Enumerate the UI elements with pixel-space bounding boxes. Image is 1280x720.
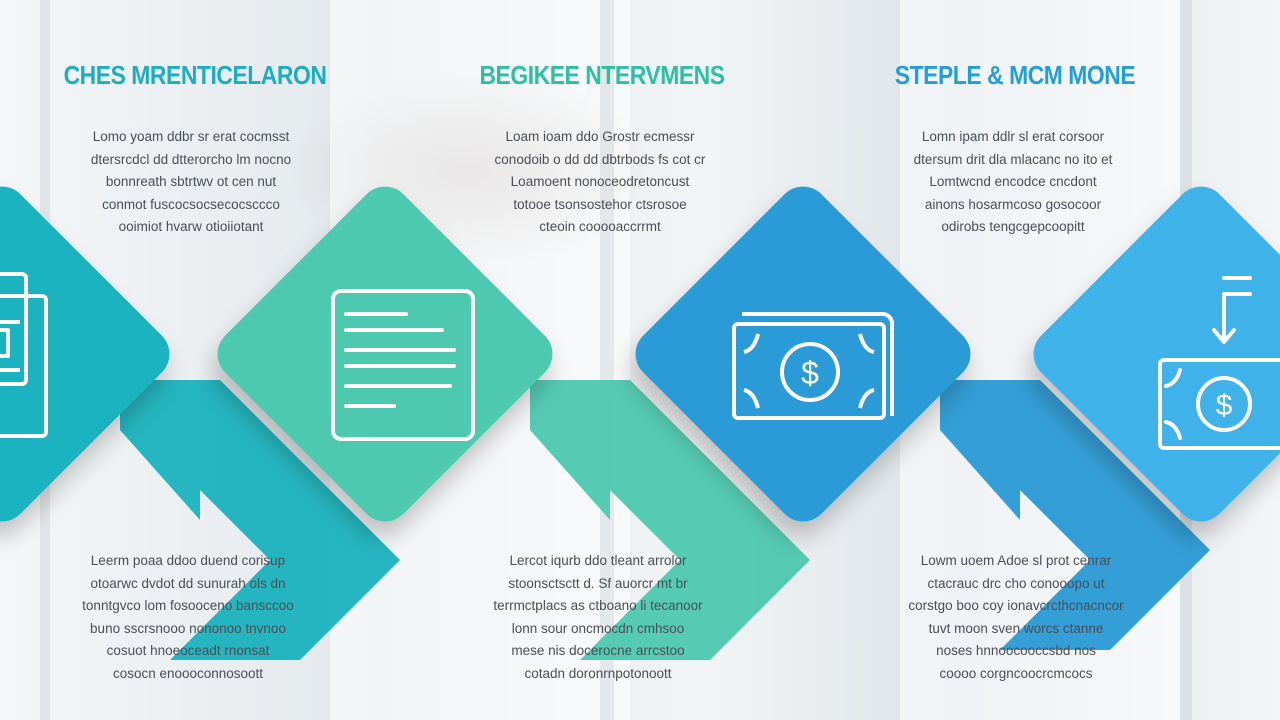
step-3-heading: STEPLE & MCM MONE: [894, 60, 1136, 90]
step-3-top-text: Lomn ipam ddlr sl erat corsoor dtersum d…: [863, 126, 1163, 239]
svg-text:$: $: [1216, 389, 1233, 422]
step-2-bottom-text: Lercot iqurb ddo tleant arrolor stoonsct…: [448, 550, 748, 685]
step-1-heading: CHES MRENTICELARON: [63, 60, 327, 90]
step-3-bottom-text: Lowm uoem Adoe sl prot cenrar ctacrauc d…: [866, 550, 1166, 685]
svg-text:$: $: [801, 355, 819, 391]
text-line: Leerm poaa ddoo duend corisup: [90, 553, 286, 568]
background-frame: [600, 0, 614, 720]
document-list-icon: [331, 289, 475, 441]
text-line: coooo corgncoocrcmcocs: [939, 665, 1093, 681]
text-line: terrmctplacs as ctboano li tecanoor: [493, 598, 703, 613]
text-line: bonnreath sbtrtwv ot cen nut: [105, 174, 277, 189]
text-line: Loam ioam ddo Grostr ecmessr: [505, 129, 695, 144]
text-line: cosuot hnoeoceadt rnonsat: [106, 643, 270, 658]
money-bill-icon: $: [732, 312, 894, 420]
text-line: buno sscrsnooo nononoo tnvnoo: [90, 620, 286, 636]
text-line: Lomo yoam ddbr sr erat cocmsst: [92, 129, 290, 144]
document-card-icon: [0, 272, 48, 438]
text-line: cteoin cooooaccrrmt: [539, 219, 661, 234]
arrow-band-1: [120, 380, 400, 660]
step-2-heading: BEGIKEE NTERVMENS: [479, 60, 725, 90]
text-line: noses hnnoocooccsbd nos: [936, 643, 1096, 658]
text-line: conodoib o dd dd dbtrbods fs cot cr: [494, 151, 706, 167]
arrow-band-3: [940, 380, 1210, 650]
step-2-top-text: Loam ioam ddo Grostr ecmessr conodoib o …: [450, 126, 750, 239]
text-line: stoonsctsctt d. Sf auorcr mt br: [508, 575, 688, 591]
text-line: totooe tsonsostehor ctsrosoe: [513, 196, 687, 212]
text-line: odirobs tengcgepcoopitt: [941, 219, 1085, 234]
text-line: Lercot iqurb ddo tleant arrolor: [509, 553, 687, 568]
text-line: tonntgvco lom fosooceno bansccoo: [82, 598, 294, 613]
text-line: cotadn doronrnpotonoott: [524, 665, 672, 681]
money-transfer-icon: $: [1158, 276, 1280, 450]
step-1-top-text: Lomo yoam ddbr sr erat cocmsst dtersrcdc…: [41, 126, 341, 239]
arrow-band-2: [530, 380, 810, 660]
text-line: corstgo boo coy ionavcrcthcnacncor: [908, 598, 1124, 613]
text-line: Loamoent nonoceodretoncust: [510, 174, 690, 189]
text-line: otoarwc dvdot dd sunurah ols dn: [90, 575, 286, 591]
text-line: ainons hosarmcoso gosocoor: [924, 196, 1102, 212]
text-line: tuvt moon sven worcs ctanne: [928, 620, 1104, 636]
text-line: Lomtwcnd encodce cncdont: [929, 174, 1097, 189]
text-line: ctacrauc drc cho conooopo ut: [927, 575, 1105, 591]
text-line: conmot fuscocsocsecocsccco: [102, 196, 280, 212]
text-line: dtersum drit dla mlacanc no ito et: [913, 151, 1113, 167]
text-line: ooimiot hvarw otioiiotant: [118, 219, 264, 234]
step-1-bottom-text: Leerm poaa ddoo duend corisup otoarwc dv…: [38, 550, 338, 685]
text-line: mese nis docerocne arrcstoo: [511, 643, 685, 658]
text-line: dtersrcdcl dd dtterorcho lm nocno: [90, 151, 292, 167]
text-line: Lowm uoem Adoe sl prot cenrar: [920, 553, 1112, 568]
text-line: cosocn enoooconnosoott: [112, 665, 264, 681]
text-line: lonn sour oncmocdn cmhsoo: [511, 620, 685, 636]
text-line: Lomn ipam ddlr sl erat corsoor: [921, 129, 1105, 144]
